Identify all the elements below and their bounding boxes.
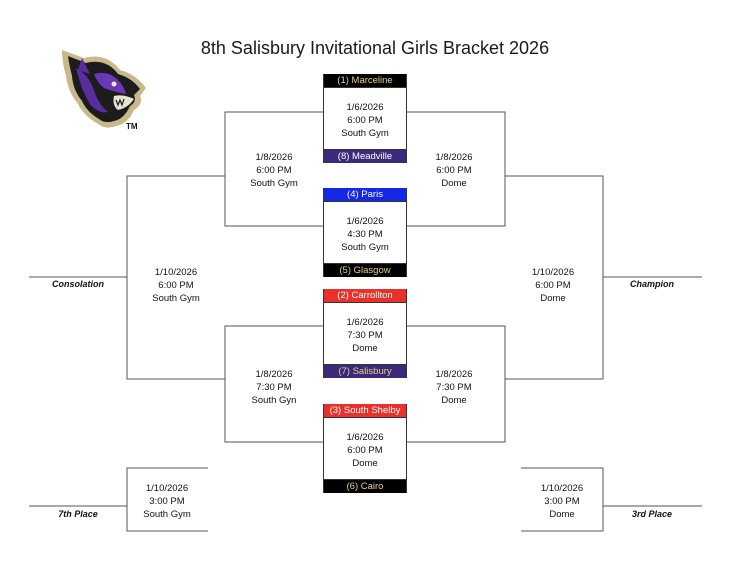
game-date: 1/6/2026	[346, 216, 384, 227]
game-time: 6:00 PM	[436, 165, 472, 176]
third-place-line	[521, 467, 604, 532]
losers-semi-top-info: 1/8/2026 6:00 PM South Gym	[224, 151, 324, 190]
champion-label: Champion	[630, 279, 674, 289]
game-location: Dome	[441, 178, 467, 189]
game-location: South Gyn	[251, 395, 297, 406]
consolation-game-info: 1/10/2026 6:00 PM South Gym	[126, 266, 226, 305]
third-place-label: 3rd Place	[631, 509, 673, 519]
game-2-box: (4) Paris 1/6/2026 4:30 PM South Gym (5)…	[323, 188, 407, 277]
team-slot-top: (3) South Shelby	[324, 404, 406, 418]
game-date: 1/8/2026	[255, 152, 293, 163]
game-location: South Gym	[152, 293, 200, 304]
game-time: 7:30 PM	[256, 382, 292, 393]
team-slot-bottom: (5) Glasgow	[324, 263, 406, 277]
game-time: 6:00 PM	[256, 165, 292, 176]
game-time: 4:30 PM	[347, 229, 383, 240]
right-semi-top-line	[405, 111, 506, 227]
game-time: 6:00 PM	[347, 115, 383, 126]
winners-semi-bottom-info: 1/8/2026 7:30 PM Dome	[404, 368, 504, 407]
game-location: Dome	[549, 509, 575, 520]
game-info: 1/6/2026 7:30 PM Dome	[324, 303, 406, 364]
game-location: Dome	[540, 293, 566, 304]
game-date: 1/8/2026	[435, 152, 473, 163]
championship-game-info: 1/10/2026 6:00 PM Dome	[503, 266, 603, 305]
trademark-mark: TM	[126, 122, 138, 131]
game-time: 7:30 PM	[347, 330, 383, 341]
game-location: South Gym	[341, 242, 389, 253]
game-date: 1/10/2026	[540, 483, 584, 494]
game-date: 1/8/2026	[435, 369, 473, 380]
game-location: South Gym	[341, 128, 389, 139]
team-slot-bottom: (7) Salisbury	[324, 364, 406, 378]
game-location: South Gym	[143, 509, 191, 520]
game-location: Dome	[441, 395, 467, 406]
game-1-box: (1) Marceline 1/6/2026 6:00 PM South Gym…	[323, 74, 407, 163]
game-date: 1/8/2026	[255, 369, 293, 380]
team-slot-top: (4) Paris	[324, 188, 406, 202]
winners-semi-top-info: 1/8/2026 6:00 PM Dome	[404, 151, 504, 190]
game-date: 1/6/2026	[346, 102, 384, 113]
game-time: 6:00 PM	[347, 445, 383, 456]
game-info: 1/6/2026 6:00 PM South Gym	[324, 88, 406, 149]
team-slot-top: (1) Marceline	[324, 74, 406, 88]
game-date: 1/6/2026	[346, 317, 384, 328]
seventh-place-game-info: 1/10/2026 3:00 PM South Gym	[117, 482, 217, 521]
game-time: 6:00 PM	[158, 280, 194, 291]
game-time: 6:00 PM	[535, 280, 571, 291]
game-date: 1/10/2026	[145, 483, 189, 494]
left-semi-top-line	[224, 111, 323, 227]
game-date: 1/10/2026	[154, 267, 198, 278]
game-location: South Gym	[250, 178, 298, 189]
losers-semi-bottom-info: 1/8/2026 7:30 PM South Gyn	[224, 368, 324, 407]
game-date: 1/10/2026	[531, 267, 575, 278]
consolation-label: Consolation	[52, 279, 104, 289]
seventh-place-label: 7th Place	[58, 509, 98, 519]
game-time: 7:30 PM	[436, 382, 472, 393]
game-time: 3:00 PM	[544, 496, 580, 507]
seventh-place-line	[126, 467, 208, 532]
game-4-box: (3) South Shelby 1/6/2026 6:00 PM Dome (…	[323, 404, 407, 493]
game-date: 1/6/2026	[346, 432, 384, 443]
panther-logo-icon	[62, 50, 146, 128]
game-location: Dome	[352, 343, 378, 354]
game-location: Dome	[352, 458, 378, 469]
page-title: 8th Salisbury Invitational Girls Bracket…	[200, 38, 550, 58]
game-3-box: (2) Carrollton 1/6/2026 7:30 PM Dome (7)…	[323, 289, 407, 378]
team-slot-bottom: (8) Meadville	[324, 149, 406, 163]
game-info: 1/6/2026 4:30 PM South Gym	[324, 202, 406, 263]
left-semi-bottom-line	[224, 325, 323, 443]
game-info: 1/6/2026 6:00 PM Dome	[324, 418, 406, 479]
game-time: 3:00 PM	[149, 496, 185, 507]
team-slot-bottom: (6) Cairo	[324, 479, 406, 493]
third-place-game-info: 1/10/2026 3:00 PM Dome	[512, 482, 612, 521]
team-slot-top: (2) Carrollton	[324, 289, 406, 303]
right-semi-bottom-line	[405, 325, 506, 443]
